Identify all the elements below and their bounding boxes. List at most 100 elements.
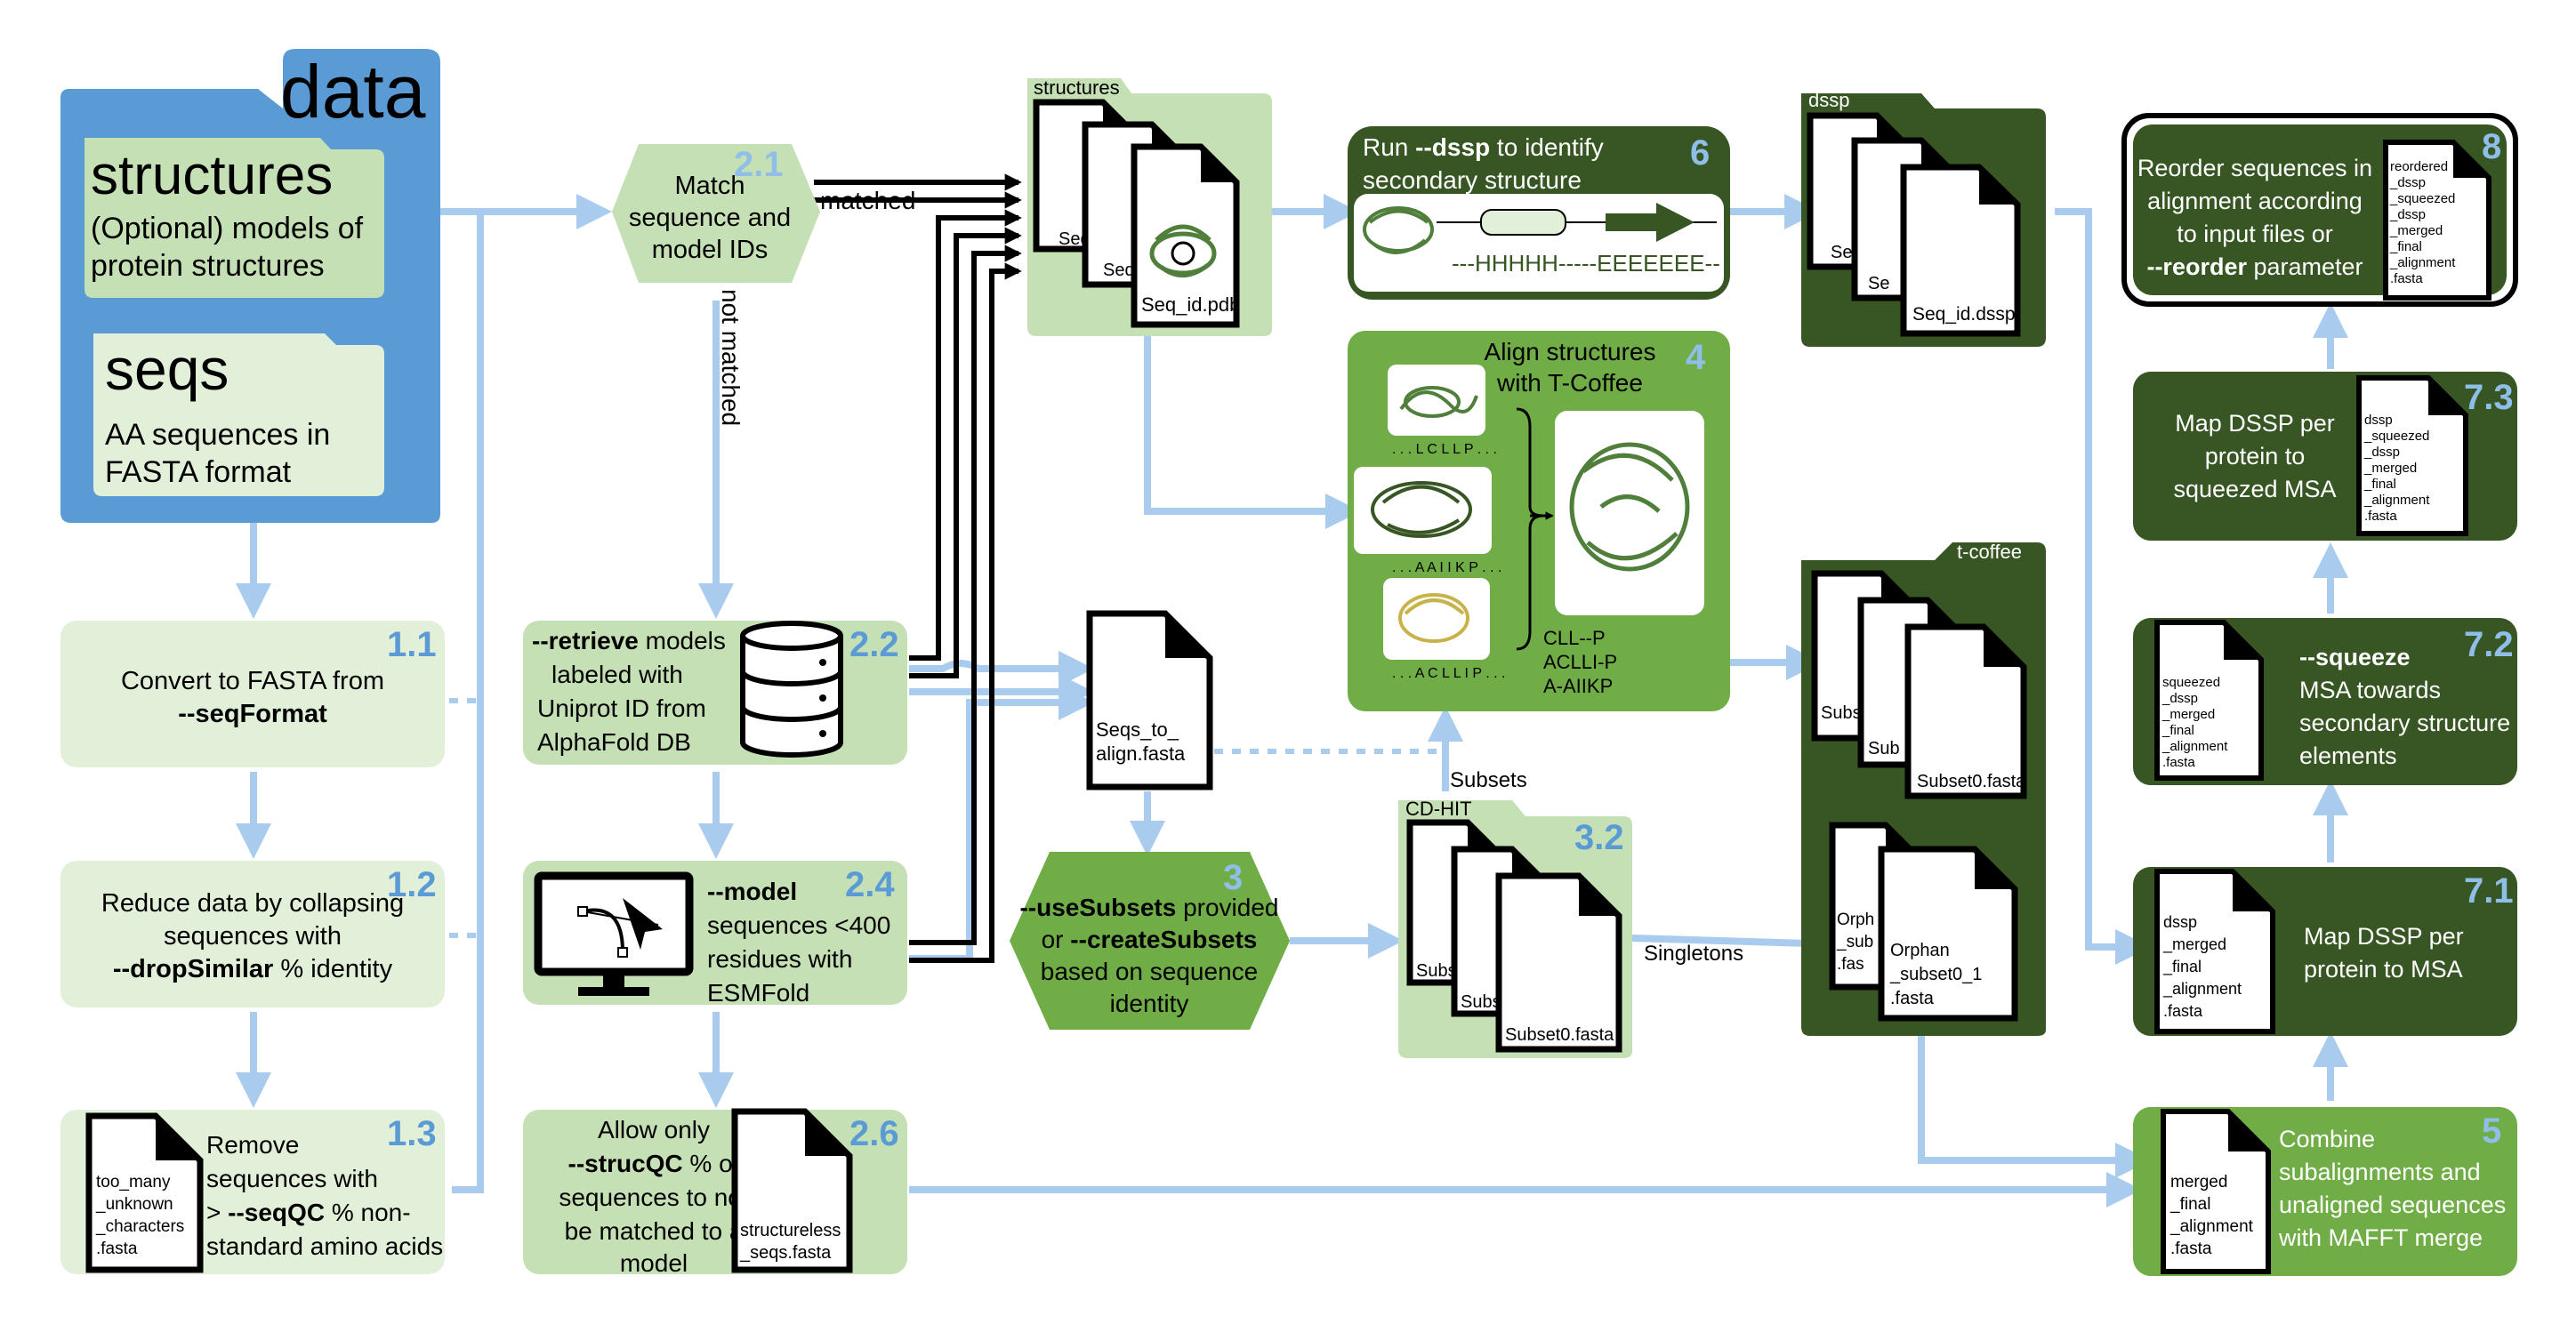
step-2-4: 2.4 --model sequences <400 residues with… <box>523 861 907 1007</box>
svg-text:to input files or: to input files or <box>2177 221 2333 247</box>
svg-text:reordered: reordered <box>2390 159 2448 174</box>
singletons-label: Singletons <box>1644 942 1743 966</box>
step-1-2-number: 1.2 <box>387 865 437 904</box>
cdhit-folder-label: CD-HIT <box>1405 798 1472 820</box>
svg-text:model IDs: model IDs <box>652 236 769 264</box>
svg-text:_dssp: _dssp <box>2389 175 2426 190</box>
svg-text:CLL--P: CLL--P <box>1543 627 1606 649</box>
step-3-line2: or --createSubsets <box>1042 926 1258 953</box>
svg-text:model: model <box>620 1249 688 1277</box>
svg-text:_final: _final <box>2161 723 2194 738</box>
svg-text:_merged: _merged <box>2161 707 2215 722</box>
step-1-3-line1: Remove <box>206 1131 299 1159</box>
step-2-2-number: 2.2 <box>849 625 899 664</box>
svg-text:_alignment: _alignment <box>2169 1217 2254 1236</box>
database-icon <box>740 621 843 758</box>
dotted-links <box>449 698 1441 938</box>
step-6: 6 Run --dssp to identify secondary struc… <box>1348 126 1730 300</box>
step-2-6-line2: --strucQC % of <box>568 1150 740 1177</box>
step-1-1: 1.1 Convert to FASTA from --seqFormat <box>60 621 445 767</box>
svg-text:Align structures: Align structures <box>1485 338 1656 365</box>
svg-text:.fasta: .fasta <box>96 1240 138 1258</box>
step-2-4-param: --model <box>707 878 797 905</box>
step-1-3-line2: sequences with <box>206 1165 378 1192</box>
svg-text:Orph: Orph <box>1837 911 1874 929</box>
svg-text:with MAFFT merge: with MAFFT merge <box>2278 1224 2483 1251</box>
monitor-icon <box>534 871 694 996</box>
orphan-file-label: Orphan <box>1890 941 1950 960</box>
structureless-file-icon: structureless _seqs.fasta <box>731 1108 853 1273</box>
step-7-3: 7.3 Map DSSP per protein to squeezed MSA… <box>2133 372 2517 541</box>
svg-text:Subs: Subs <box>1821 703 1862 723</box>
svg-text:be matched to a: be matched to a <box>565 1217 744 1245</box>
svg-text:unaligned sequences: unaligned sequences <box>2279 1192 2506 1218</box>
svg-text:.fasta: .fasta <box>1890 989 1935 1008</box>
svg-text:with T-Coffee: with T-Coffee <box>1496 369 1643 397</box>
step-1-3: 1.3 too_many _unknown _characters .fasta… <box>60 1110 445 1274</box>
step-1-1-line1: Convert to FASTA from <box>121 667 384 695</box>
svg-text:AlphaFold DB: AlphaFold DB <box>537 728 691 756</box>
svg-text:_unknown: _unknown <box>95 1195 173 1214</box>
svg-text:_merged: _merged <box>2162 935 2226 954</box>
svg-text:_alignment: _alignment <box>2389 255 2456 270</box>
svg-text:. . . A C L L I P . . .: . . . A C L L I P . . . <box>1392 666 1505 681</box>
tcoffee-folder-label: t-coffee <box>1957 541 2022 563</box>
svg-text:secondary structure: secondary structure <box>1363 166 1582 194</box>
svg-text:residues with: residues with <box>707 945 852 973</box>
step-1-1-number: 1.1 <box>387 625 437 664</box>
step-1-3-number: 1.3 <box>387 1114 437 1153</box>
svg-text:.fasta: .fasta <box>2390 271 2423 286</box>
svg-text:Sub: Sub <box>1868 739 1900 758</box>
subset0-fasta-label: Subset0.fasta <box>1505 1025 1614 1045</box>
structures-desc-2: protein structures <box>91 249 325 283</box>
step-2-6-number: 2.6 <box>849 1114 899 1153</box>
svg-text:_dssp: _dssp <box>2363 445 2400 460</box>
arrow-tcoffee-to-merge <box>1918 1036 2151 1178</box>
svg-text:subalignments and: subalignments and <box>2279 1159 2481 1185</box>
reordered-file-icon: reordered _dssp _squeezed _dssp _merged … <box>2383 140 2491 301</box>
protein-structure-thumbnail <box>1149 224 1217 277</box>
svg-text:Reorder sequences in: Reorder sequences in <box>2137 155 2372 181</box>
tcoffee-subset0-label: Subset0.fasta <box>1917 772 2026 791</box>
step-3-2-number: 3.2 <box>1574 818 1624 857</box>
svg-text:ACLLI-P: ACLLI-P <box>1543 651 1617 673</box>
seq-id-pdb-label: Seq_id.pdb <box>1141 293 1240 316</box>
svg-text:sequences to not: sequences to not <box>559 1184 748 1211</box>
step-2-4-number: 2.4 <box>845 865 895 904</box>
svg-text:labeled with: labeled with <box>551 661 683 688</box>
not-matched-label: not matched <box>717 289 745 426</box>
svg-text:protein to: protein to <box>2205 443 2306 469</box>
svg-text:_dssp: _dssp <box>2389 207 2426 222</box>
arrow-1-3-to-match <box>452 212 484 1193</box>
alignment-snippet: CLL--P ACLLI-P A-AIIKP <box>1543 627 1617 697</box>
model-arrows <box>814 173 1022 963</box>
svg-text:Combine: Combine <box>2279 1126 2375 1152</box>
merged-file-icon: merged _final _alignment .fasta <box>2161 1109 2271 1274</box>
step-1-3-line3: > --seqQC % non- <box>206 1199 411 1226</box>
svg-text:align.fasta: align.fasta <box>1096 742 1186 765</box>
structures-folder-card: structures (Optional) models of protein … <box>85 138 384 298</box>
seqs-title: seqs <box>105 336 229 402</box>
svg-text:_merged: _merged <box>2389 223 2443 238</box>
svg-text:squeezed: squeezed <box>2162 675 2220 690</box>
secondary-structure-diagram: ---HHHHH-----EEEEEEE-- <box>1363 203 1720 277</box>
svg-text:_squeezed: _squeezed <box>2389 191 2455 206</box>
structures-folder-label: structures <box>1034 76 1120 99</box>
step-1-2-line3: --dropSimilar % identity <box>113 955 393 983</box>
step-7-2-number: 7.2 <box>2464 625 2514 664</box>
dssp-folder: dssp Seq Se Seq_id.dssp <box>1801 89 2046 347</box>
subsets-label: Subsets <box>1450 768 1527 792</box>
svg-text:Seqs_to_: Seqs_to_ <box>1096 718 1179 741</box>
svg-text:_seqs.fasta: _seqs.fasta <box>739 1243 832 1263</box>
step-8-number: 8 <box>2482 127 2501 166</box>
svg-text:_merged: _merged <box>2363 461 2417 476</box>
svg-text:_final: _final <box>2363 477 2396 492</box>
svg-text:_final: _final <box>2169 1195 2210 1214</box>
svg-text:.fas: .fas <box>1837 955 1864 974</box>
step-2-6: 2.6 Allow only --strucQC % of sequences … <box>523 1108 907 1277</box>
seq-id-dssp-label: Seq_id.dssp <box>1912 304 2016 325</box>
svg-text:sequences <400: sequences <400 <box>707 911 890 939</box>
seqs-desc-2: FASTA format <box>105 455 292 489</box>
step-7-2: 7.2 --squeeze MSA towards secondary stru… <box>2133 618 2517 785</box>
svg-text:.fasta: .fasta <box>2364 509 2397 524</box>
